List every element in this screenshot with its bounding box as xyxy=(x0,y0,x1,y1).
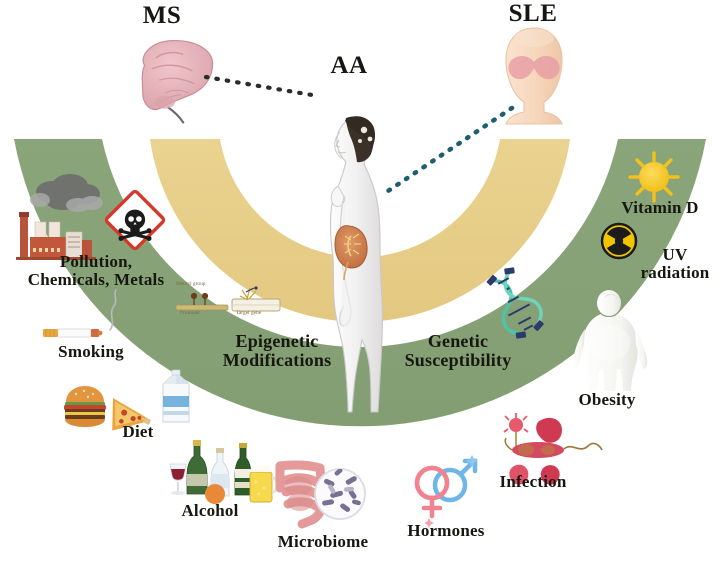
factory-smoke-hazard-icon xyxy=(16,174,103,260)
label-infection: Infection xyxy=(499,472,567,491)
label-hormones: Hormones xyxy=(407,521,485,540)
label-methyl-group: Methyl group xyxy=(176,281,206,287)
cigarette-icon xyxy=(43,289,117,338)
label-uv-radiation: UV radiation xyxy=(640,245,710,283)
label-sle: SLE xyxy=(508,0,558,27)
inner-ring-band xyxy=(150,139,570,322)
label-smoking: Smoking xyxy=(58,342,124,361)
label-promoter: Promoter xyxy=(180,310,201,316)
hazard-skull-icon xyxy=(104,189,166,251)
dna-helix-icon xyxy=(486,267,544,339)
burger-pizza-milk-icon xyxy=(64,369,190,431)
outer-ring-band xyxy=(14,139,706,427)
dna-methylation-icon xyxy=(175,286,281,312)
brain-icon xyxy=(141,39,214,124)
label-genetic-susceptibility: Genetic Susceptibility xyxy=(404,331,512,371)
label-ms: MS xyxy=(142,2,182,29)
label-target-gene: Target gene xyxy=(236,310,262,316)
bottles-beer-wine-icon xyxy=(169,440,280,504)
kidney-icon xyxy=(334,225,368,281)
connector-sle-to-aa xyxy=(382,105,515,196)
label-pollution: Pollution, Chemicals, Metals xyxy=(27,252,165,290)
label-diet: Diet xyxy=(122,422,154,441)
male-female-symbols-icon xyxy=(414,455,478,528)
label-aa: AA xyxy=(330,52,368,79)
sun-icon xyxy=(628,151,680,203)
label-alcohol: Alcohol xyxy=(181,501,239,520)
label-epigenetic-modifications: Epigenetic Modifications xyxy=(222,331,332,371)
bacteria-virus-icon xyxy=(503,413,603,485)
label-obesity: Obesity xyxy=(578,390,636,409)
butterfly-rash-head-icon xyxy=(505,27,563,125)
obese-body-icon xyxy=(572,290,648,391)
woman-profile-icon xyxy=(330,116,383,413)
intestines-bacteria-icon xyxy=(275,460,366,529)
radiation-icon xyxy=(600,222,638,260)
label-vitamin-d: Vitamin D xyxy=(621,198,699,217)
label-microbiome: Microbiome xyxy=(277,532,369,551)
connector-ms-to-aa xyxy=(203,74,321,99)
